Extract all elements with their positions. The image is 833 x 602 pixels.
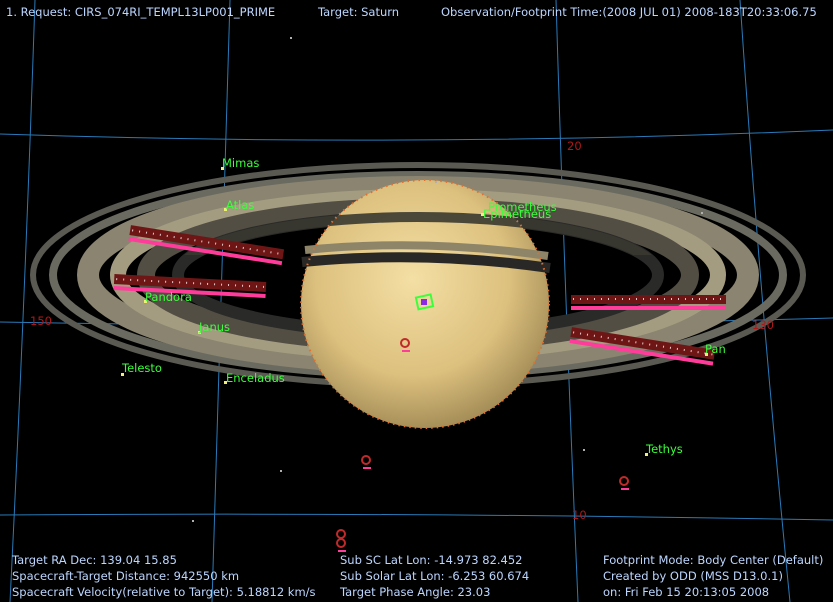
created-on: on: Fri Feb 15 20:13:05 2008 bbox=[603, 585, 770, 599]
grid-label-lon150: 150 bbox=[30, 314, 52, 328]
grid-label-lat10: 10 bbox=[572, 508, 587, 522]
sub-solar-lat-lon: Sub Solar Lat Lon: -6.253 60.674 bbox=[340, 569, 530, 583]
request-label: 1. Request: CIRS_074RI_TEMPL13LP001_PRIM… bbox=[6, 5, 276, 19]
star bbox=[290, 37, 292, 39]
moon-label-atlas: Atlas bbox=[226, 198, 255, 212]
moon-label-epimetheus: Epimetheus bbox=[483, 207, 552, 221]
star bbox=[435, 181, 437, 183]
star bbox=[192, 520, 194, 522]
footprint-ticks bbox=[338, 350, 629, 552]
moon-marker bbox=[198, 331, 201, 334]
observation-time: Observation/Footprint Time:(2008 JUL 01)… bbox=[441, 5, 817, 19]
star bbox=[583, 449, 585, 451]
moon-label-prometheus: Prometheus bbox=[488, 200, 557, 214]
moon-label-mimas: Mimas bbox=[222, 156, 260, 170]
spacecraft-target-distance: Spacecraft-Target Distance: 942550 km bbox=[12, 569, 240, 583]
moon-label-janus: Janus bbox=[199, 320, 231, 334]
target-center bbox=[421, 299, 427, 305]
moon-label-pan: Pan bbox=[705, 342, 726, 356]
sub-sc-lat-lon: Sub SC Lat Lon: -14.973 82.452 bbox=[340, 553, 523, 567]
target-phase-angle: Target Phase Angle: 23.03 bbox=[340, 585, 491, 599]
moon-marker bbox=[144, 300, 147, 303]
moon-marker bbox=[645, 453, 648, 456]
footprint-markers bbox=[336, 338, 629, 548]
moon-label-tethys: Tethys bbox=[646, 442, 683, 456]
moon-marker bbox=[121, 373, 124, 376]
star bbox=[280, 470, 282, 472]
moon-label-enceladus: Enceladus bbox=[226, 371, 285, 385]
grid-label-lat20: 20 bbox=[567, 139, 582, 153]
moon-label-telesto: Telesto bbox=[122, 361, 162, 375]
moon-marker bbox=[221, 167, 224, 170]
target-box bbox=[414, 293, 435, 311]
moon-marker bbox=[481, 213, 484, 216]
target-ra-dec: Target RA Dec: 139.04 15.85 bbox=[12, 553, 177, 567]
footprint-mode: Footprint Mode: Body Center (Default) bbox=[603, 553, 824, 567]
created-by: Created by ODD (MSS D13.0.1) bbox=[603, 569, 783, 583]
footprint-strips bbox=[113, 225, 726, 366]
moon-marker bbox=[224, 381, 227, 384]
limb-outline bbox=[300, 179, 550, 429]
grid-label-lon130: 130 bbox=[752, 318, 774, 332]
star bbox=[701, 212, 703, 214]
spacecraft-velocity: Spacecraft Velocity(relative to Target):… bbox=[12, 585, 316, 599]
moon-label-pandora: Pandora bbox=[145, 290, 192, 304]
target-label: Target: Saturn bbox=[318, 5, 400, 19]
moon-marker bbox=[705, 353, 708, 356]
moon-marker bbox=[224, 208, 227, 211]
